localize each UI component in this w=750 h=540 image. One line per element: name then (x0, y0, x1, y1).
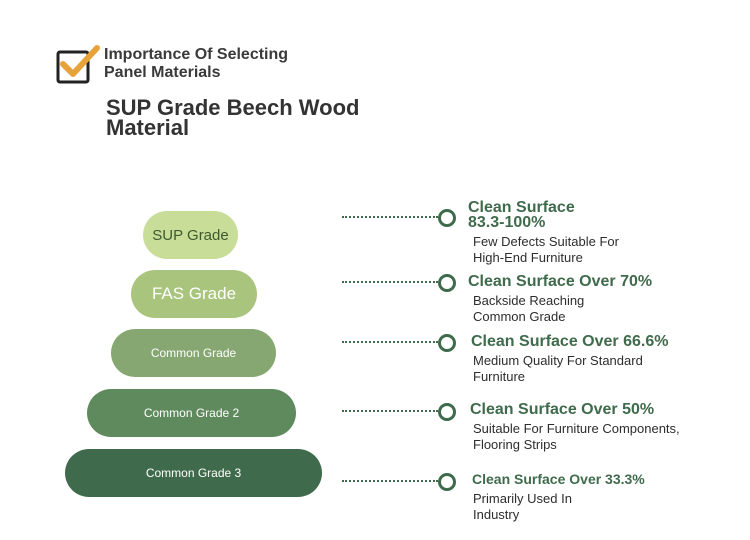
grade-detail-sup: Clean Surface 83.3-100% Few Defects Suit… (468, 199, 619, 266)
surface-label: Clean Surface Over 50% (470, 401, 655, 418)
surface-label: Clean Surface 83.3-100% (468, 199, 575, 231)
circle-marker-icon (438, 473, 456, 491)
header-label: Importance Of Selecting Panel Materials (104, 46, 289, 81)
grade-pill-common-2: Common Grade 2 (87, 389, 296, 437)
grade-pill-fas: FAS Grade (131, 270, 257, 318)
grade-detail-common-3: Clean Surface Over 33.3% Primarily Used … (472, 472, 712, 523)
grade-description: Backside Reaching Common Grade (473, 293, 585, 324)
page-title: SUP Grade Beech Wood Material (106, 95, 360, 140)
circle-marker-icon (438, 274, 456, 292)
grade-detail-common: Clean Surface Over 66.6% Medium Quality … (471, 334, 711, 385)
connector (342, 207, 457, 227)
dotted-line (342, 216, 438, 218)
connector (342, 272, 457, 292)
dotted-line (342, 410, 438, 412)
dotted-line (342, 281, 438, 283)
connector (342, 332, 457, 352)
grade-detail-fas: Clean Surface Over 70% Backside Reaching… (468, 274, 708, 325)
connector (342, 401, 457, 421)
connector (342, 471, 457, 491)
grade-pill-common: Common Grade (111, 329, 276, 377)
circle-marker-icon (438, 334, 456, 352)
header: Importance Of Selecting Panel Materials (56, 42, 334, 86)
dotted-line (342, 341, 438, 343)
checkbox-check-icon (56, 42, 100, 86)
circle-marker-icon (438, 209, 456, 227)
dotted-line (342, 480, 438, 482)
circle-marker-icon (438, 403, 456, 421)
grade-description: Primarily Used In Industry (473, 491, 572, 522)
grade-description: Medium Quality For Standard Furniture (473, 353, 643, 384)
grade-pill-common-3: Common Grade 3 (65, 449, 322, 497)
grade-detail-common-2: Clean Surface Over 50% Suitable For Furn… (470, 402, 730, 453)
grade-description: Few Defects Suitable For High-End Furnit… (473, 234, 619, 265)
grade-description: Suitable For Furniture Components, Floor… (473, 421, 680, 452)
surface-label: Clean Surface Over 33.3% (472, 471, 645, 487)
surface-label: Clean Surface Over 66.6% (471, 333, 669, 350)
surface-label: Clean Surface Over 70% (468, 273, 653, 290)
grade-pill-sup: SUP Grade (143, 211, 238, 259)
